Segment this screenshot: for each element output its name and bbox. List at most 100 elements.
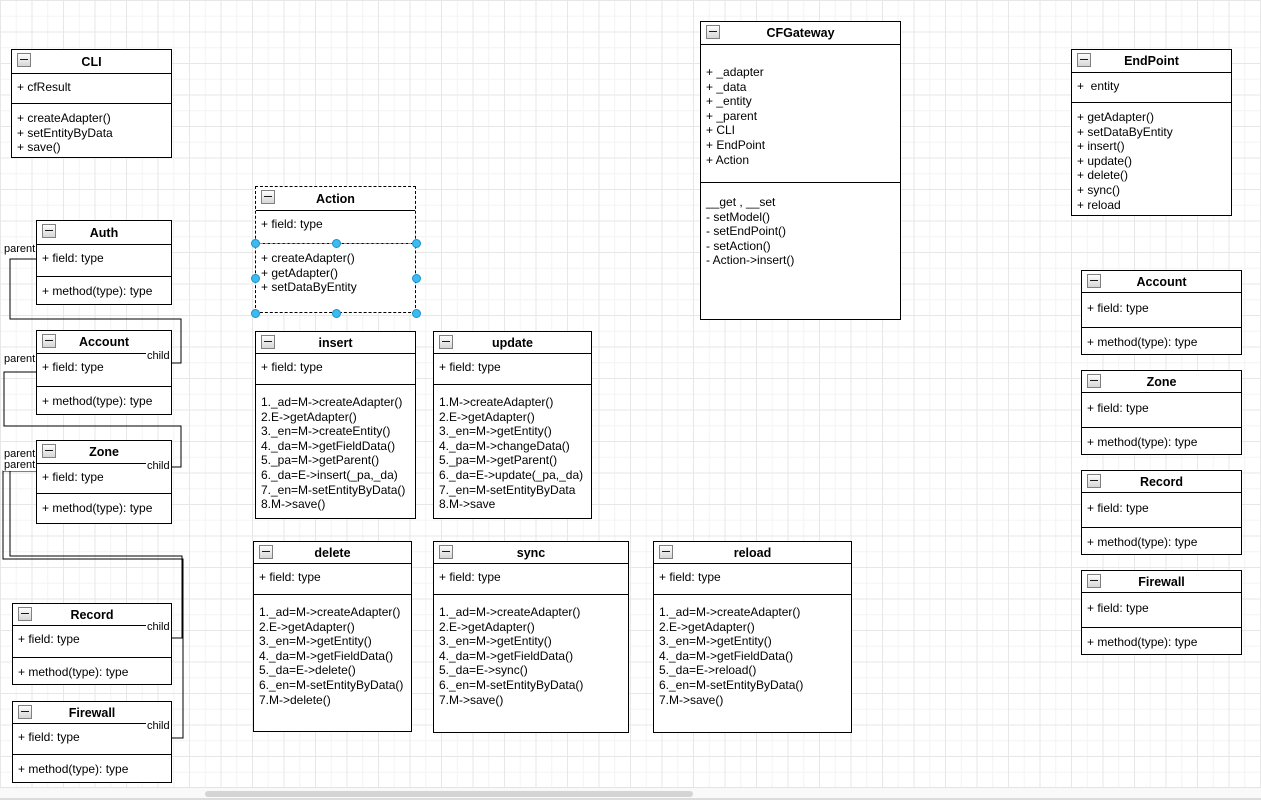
collapse-icon[interactable] [17, 53, 31, 67]
class-box-zone-right[interactable]: Zone + field: type + method(type): type [1081, 370, 1242, 455]
fields-compartment: + field: type [37, 245, 171, 277]
class-box-action[interactable]: Action + field: type + createAdapter()+ … [251, 186, 421, 318]
class-title-bar: CFGateway [701, 22, 900, 45]
class-box-record-right[interactable]: Record + field: type + method(type): typ… [1081, 470, 1242, 555]
member-line: + method(type): type [42, 394, 153, 408]
member-line: + createAdapter() [261, 251, 355, 265]
edge-label-parent[interactable]: parent [3, 353, 37, 365]
collapse-icon[interactable] [18, 705, 32, 719]
class-box-zone-left[interactable]: Zone + field: type + method(type): type [36, 440, 172, 524]
collapse-icon[interactable] [706, 25, 720, 39]
member-line: + field: type [1087, 401, 1149, 415]
member-line: + EndPoint [706, 137, 766, 152]
edge-label-child[interactable]: child [146, 621, 171, 633]
class-box-sync[interactable]: sync + field: type 1._ad=M->createAdapte… [433, 541, 629, 733]
member-line: + field: type [259, 570, 321, 584]
fields-compartment: + field: type [434, 564, 628, 595]
selection-handle[interactable] [412, 274, 421, 283]
class-title-bar: CLI [12, 50, 171, 74]
edge-zone-firewall[interactable] [2, 470, 184, 739]
class-box-insert[interactable]: insert + field: type 1._ad=M->createAdap… [255, 331, 416, 519]
methods-compartment-selected[interactable]: + createAdapter()+ getAdapter()+ setData… [256, 244, 415, 295]
class-title: insert [318, 335, 353, 350]
edge-label-parent[interactable]: parent [3, 243, 37, 255]
class-box-endpoint[interactable]: EndPoint + entity + getAdapter()+ setDat… [1071, 49, 1232, 216]
collapse-icon[interactable] [42, 224, 56, 238]
member-line: + field: type [261, 360, 323, 374]
member-line: + field: type [1087, 301, 1149, 315]
selection-handle[interactable] [332, 239, 341, 248]
edge-account-zone[interactable] [3, 371, 182, 468]
fields-compartment: + field: type [1082, 393, 1241, 428]
fields-compartment: + cfResult [12, 74, 171, 104]
edge-label-child[interactable]: child [146, 350, 171, 362]
selection-handle[interactable] [251, 309, 260, 318]
fields-compartment: + _adapter+ _data+ _entity+ _parent+ CLI… [701, 45, 900, 183]
edge-label-parent[interactable]: parent [3, 459, 37, 471]
collapse-icon[interactable] [439, 335, 453, 349]
class-box-delete[interactable]: delete + field: type 1._ad=M->createAdap… [253, 541, 412, 732]
collapse-icon[interactable] [261, 335, 275, 349]
class-box-reload[interactable]: reload + field: type 1._ad=M->createAdap… [653, 541, 852, 733]
member-line: - Action->insert() [706, 253, 795, 268]
class-box-account-right[interactable]: Account + field: type + method(type): ty… [1081, 270, 1242, 355]
class-box-auth[interactable]: Auth + field: type + method(type): type [36, 220, 172, 305]
member-line: + sync() [1077, 182, 1121, 197]
member-line: 4._da=M->changeData() [439, 438, 570, 453]
selection-handle[interactable] [332, 309, 341, 318]
methods-compartment: + method(type): type [37, 387, 171, 409]
edge-label-child[interactable]: child [146, 460, 171, 472]
member-line: + createAdapter() [17, 111, 111, 125]
collapse-icon[interactable] [1087, 374, 1101, 388]
collapse-icon[interactable] [1087, 574, 1101, 588]
collapse-icon[interactable] [1087, 474, 1101, 488]
member-line: + method(type): type [18, 665, 129, 679]
collapse-icon[interactable] [439, 545, 453, 559]
class-box-cli[interactable]: CLI + cfResult + createAdapter()+ setEnt… [11, 49, 172, 158]
class-box-update[interactable]: update + field: type 1.M->createAdapter(… [433, 331, 592, 519]
member-line: + update() [1077, 153, 1133, 168]
member-line: 4._da=M->getFieldData() [259, 648, 394, 663]
edge-label-child[interactable]: child [146, 720, 171, 732]
collapse-icon[interactable] [659, 545, 673, 559]
class-title-bar: Action [256, 187, 415, 211]
member-line: 1._ad=M->createAdapter() [259, 605, 401, 619]
class-title-bar: EndPoint [1072, 50, 1231, 73]
edge-label-parent[interactable]: parent [3, 448, 37, 460]
collapse-icon[interactable] [42, 444, 56, 458]
collapse-icon[interactable] [42, 334, 56, 348]
fields-compartment: + field: type [256, 211, 415, 244]
collapse-icon[interactable] [261, 190, 275, 204]
class-box-firewall-left[interactable]: Firewall + field: type + method(type): t… [12, 701, 172, 783]
class-box-record-left[interactable]: Record + field: type + method(type): typ… [12, 603, 172, 685]
class-title: Firewall [1138, 574, 1185, 589]
class-title: Zone [89, 445, 119, 459]
fields-compartment: + field: type [256, 354, 415, 385]
methods-compartment: + method(type): type [13, 755, 171, 777]
class-box-firewall-right[interactable]: Firewall + field: type + method(type): t… [1081, 570, 1242, 655]
selection-handle[interactable] [251, 239, 260, 248]
member-line: + method(type): type [42, 284, 153, 298]
horizontal-scrollbar-thumb[interactable] [205, 791, 693, 797]
collapse-icon[interactable] [1087, 274, 1101, 288]
class-box-cfgateway[interactable]: CFGateway + _adapter+ _data+ _entity+ _p… [700, 21, 901, 320]
methods-compartment: + method(type): type [13, 658, 171, 680]
methods-compartment: + method(type): type [1082, 428, 1241, 450]
methods-compartment: + method(type): type [1082, 628, 1241, 650]
selection-handle[interactable] [251, 274, 260, 283]
class-box-account-left[interactable]: Account + field: type + method(type): ty… [36, 330, 172, 415]
edge-auth-account[interactable] [9, 258, 182, 364]
collapse-icon[interactable] [259, 545, 273, 559]
selection-handle[interactable] [412, 239, 421, 248]
horizontal-scrollbar-track[interactable] [0, 787, 1261, 800]
collapse-icon[interactable] [18, 607, 32, 621]
selection-handle[interactable] [412, 309, 421, 318]
member-line: - setModel() [706, 209, 771, 224]
member-line: 3._en=M->createEntity() [261, 424, 391, 439]
member-line: + Action [706, 152, 750, 167]
class-title: Zone [1146, 374, 1177, 389]
collapse-icon[interactable] [1077, 53, 1091, 67]
member-line: __get , __set [706, 195, 776, 209]
member-line: + method(type): type [18, 762, 129, 776]
